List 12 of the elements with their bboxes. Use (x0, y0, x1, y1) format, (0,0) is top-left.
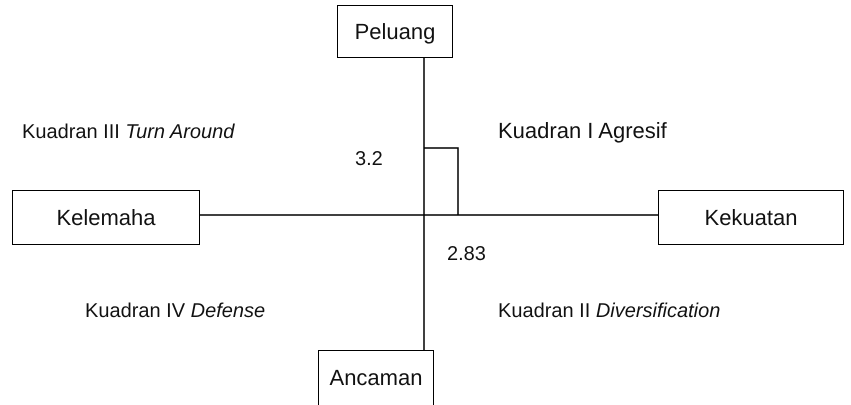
quadrant-label: Kuadran II Diversification (498, 300, 720, 323)
axis-box: Ancaman (318, 350, 434, 405)
axis-box: Kelemaha (12, 190, 200, 245)
axis-line (200, 214, 658, 216)
quadrant-label: Kuadran III Turn Around (22, 121, 234, 144)
quadrant-label: Kuadran I Agresif (498, 118, 667, 144)
axis-box: Kekuatan (658, 190, 844, 245)
axis-line (423, 58, 425, 350)
coordinate-value: 3.2 (355, 148, 383, 171)
axis-box: Peluang (337, 5, 453, 58)
quadrant-label: Kuadran IV Defense (85, 300, 266, 323)
coordinate-value: 2.83 (447, 243, 486, 266)
